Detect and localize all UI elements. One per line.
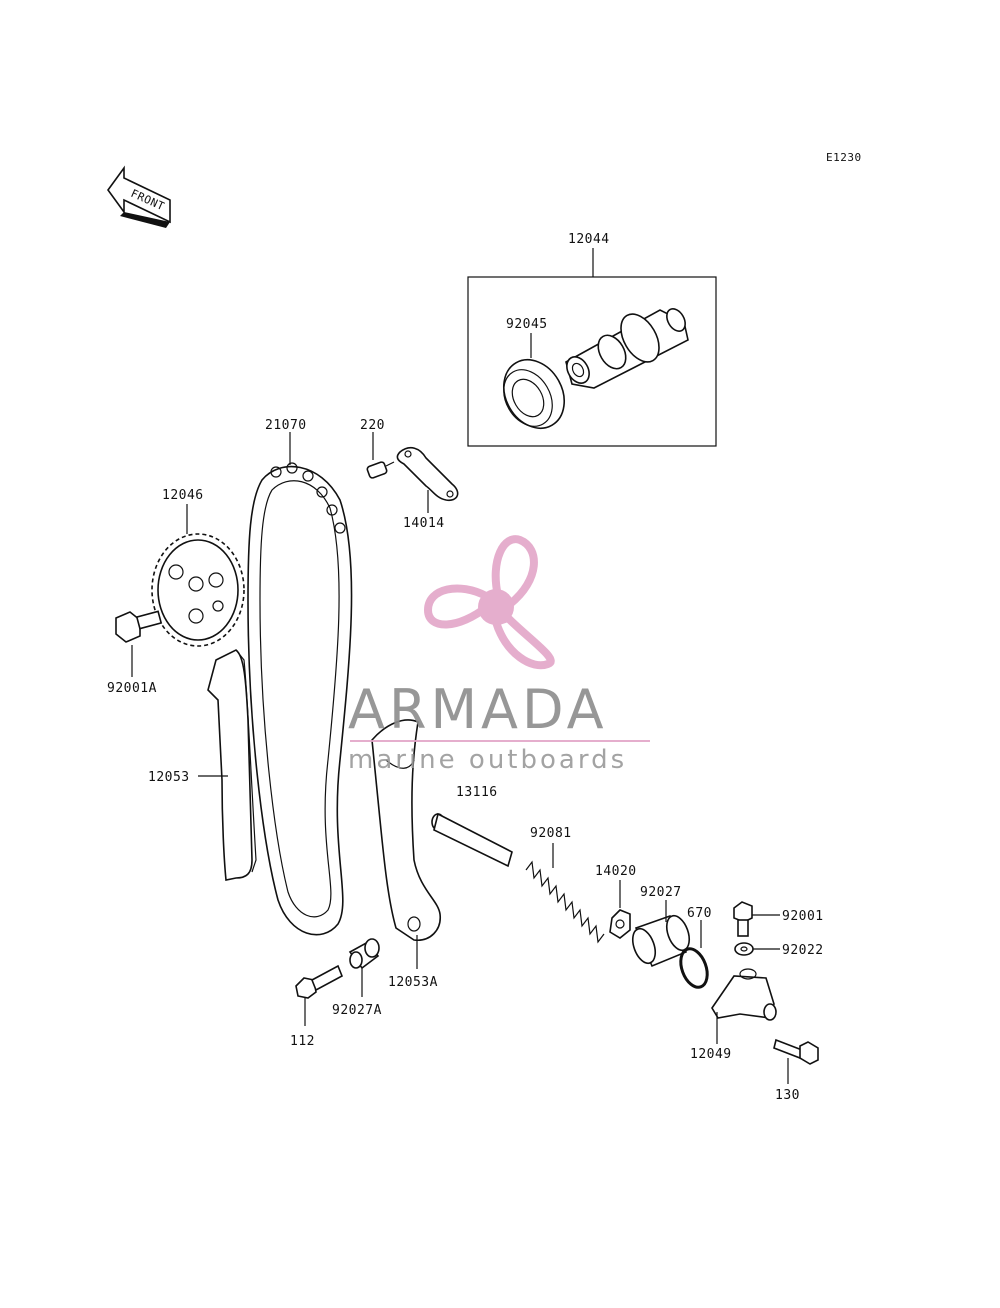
part-label-12053a: 12053A: [388, 975, 438, 990]
part-label-13116: 13116: [456, 785, 498, 800]
front-arrow-icon: FRONT: [107, 165, 171, 228]
camshaft: [565, 308, 689, 389]
armada-watermark: ARMADA marine outboards: [348, 535, 650, 775]
part-label-12046: 12046: [162, 488, 204, 503]
cam-chain-21070: [247, 462, 353, 936]
nut-14020: [609, 909, 631, 939]
part-label-21070: 21070: [265, 418, 307, 433]
diagram-code: E1230: [826, 151, 862, 164]
spring-92081: [525, 860, 605, 944]
part-label-92001a: 92001A: [107, 681, 157, 696]
propeller-logo-icon: [423, 535, 555, 670]
bolt-92001: [733, 901, 753, 937]
part-label-92045: 92045: [506, 317, 548, 332]
brand-tagline: marine outboards: [348, 745, 627, 775]
part-label-12044: 12044: [568, 232, 610, 247]
bolt-92001a: [115, 610, 163, 643]
chain-guide-12053a: [371, 719, 441, 941]
part-label-92022: 92022: [782, 943, 824, 958]
part-label-92027a: 92027A: [332, 1003, 382, 1018]
part-label-112: 112: [290, 1034, 315, 1049]
washer-92022: [734, 942, 754, 956]
collar-92027: [631, 914, 691, 968]
part-label-130: 130: [775, 1088, 800, 1103]
chain-guide-12053: [207, 649, 257, 881]
rod-13116: [431, 812, 513, 868]
part-label-670: 670: [687, 906, 712, 921]
bearing-92045: [503, 359, 565, 429]
bolt-130: [773, 1038, 819, 1065]
brand-wordmark: ARMADA: [348, 678, 608, 741]
bolt-112: [295, 964, 344, 999]
part-label-12053: 12053: [148, 770, 190, 785]
part-label-92001: 92001: [782, 909, 824, 924]
part-label-220: 220: [360, 418, 385, 433]
tensioner-body-12049: [711, 968, 777, 1021]
plate-14014: [396, 446, 459, 502]
part-label-12049: 12049: [690, 1047, 732, 1062]
part-label-92081: 92081: [530, 826, 572, 841]
part-label-92027: 92027: [640, 885, 682, 900]
part-label-14020: 14020: [595, 864, 637, 879]
collar-92027a: [348, 938, 380, 970]
sprocket-12046: [151, 533, 245, 647]
part-label-14014: 14014: [403, 516, 445, 531]
screw-220: [366, 461, 395, 479]
camshaft-assembly: 12044 92045: [467, 232, 717, 447]
oring-670: [679, 947, 709, 989]
